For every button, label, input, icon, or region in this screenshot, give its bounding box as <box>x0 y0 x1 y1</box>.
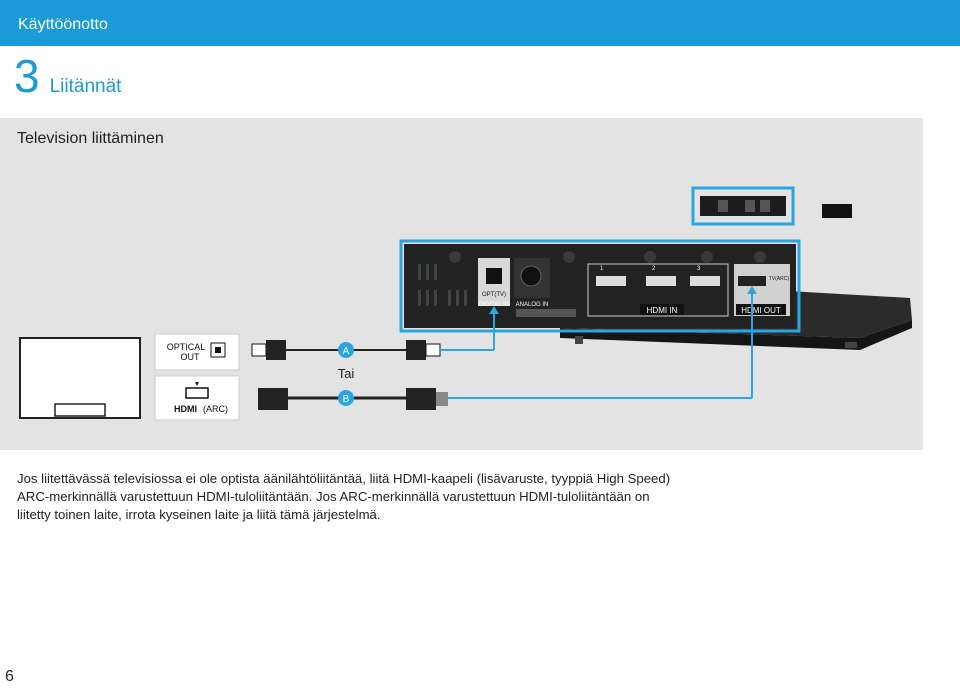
hdmi-in-port3: 3 <box>697 266 701 272</box>
chapter-title: Liitännät <box>49 76 122 97</box>
figure-title: Television liittäminen <box>17 130 164 147</box>
hdmi-out-label: HDMI OUT <box>741 306 781 315</box>
optical-out-line2: OUT <box>181 352 201 362</box>
header-title: Käyttöönotto <box>18 16 108 33</box>
header-bar: Käyttöönotto <box>0 0 960 46</box>
chapter-heading: 3 Liitännät <box>14 52 121 100</box>
paragraph-line-1: Jos liitettävässä televisiossa ei ole op… <box>17 471 671 486</box>
connection-figure: Television liittäminen <box>0 118 923 450</box>
hdmi-cable <box>258 286 757 410</box>
tv-arc-label: TV(ARC) <box>769 276 790 282</box>
paragraph-line-2: ARC-merkinnällä varustettuun HDMI-tuloli… <box>17 489 650 504</box>
tv-hdmi-arc: (ARC) <box>203 404 228 414</box>
instruction-paragraph: Jos liitettävässä televisiossa ei ole op… <box>17 470 917 524</box>
option-a-label: A <box>343 346 350 357</box>
television-illustration <box>19 337 141 419</box>
rear-panel-zoom: OPT(TV) DIGITAL IN ANALOG IN 1 2 3 HDMI … <box>399 239 801 333</box>
hdmi-in-port2: 2 <box>652 266 656 272</box>
opt-tv-label: OPT(TV) <box>482 292 506 298</box>
optical-out-line1: OPTICAL <box>167 342 206 352</box>
option-b-badge <box>338 390 354 406</box>
analog-in-label: ANALOG IN <box>516 302 549 308</box>
hdmi-in-port1: 1 <box>600 266 604 272</box>
chapter-number: 3 <box>14 50 40 102</box>
tv-port-panel: OPTICAL OUT HDMI (ARC) <box>154 333 240 421</box>
paragraph-line-3: liitetty toinen laite, irrota kyseinen l… <box>17 507 381 522</box>
connection-diagram: OPT(TV) DIGITAL IN ANALOG IN 1 2 3 HDMI … <box>19 186 912 421</box>
tv-hdmi-logo: HDMI <box>174 404 197 414</box>
optical-cable <box>251 306 499 360</box>
page-number: 6 <box>5 668 14 685</box>
option-b-label: B <box>343 394 350 405</box>
option-or-label: Tai <box>338 366 355 381</box>
option-a-badge <box>338 342 354 358</box>
hdmi-in-label: HDMI IN <box>647 306 678 315</box>
digital-in-label: DIGITAL IN <box>479 302 509 308</box>
